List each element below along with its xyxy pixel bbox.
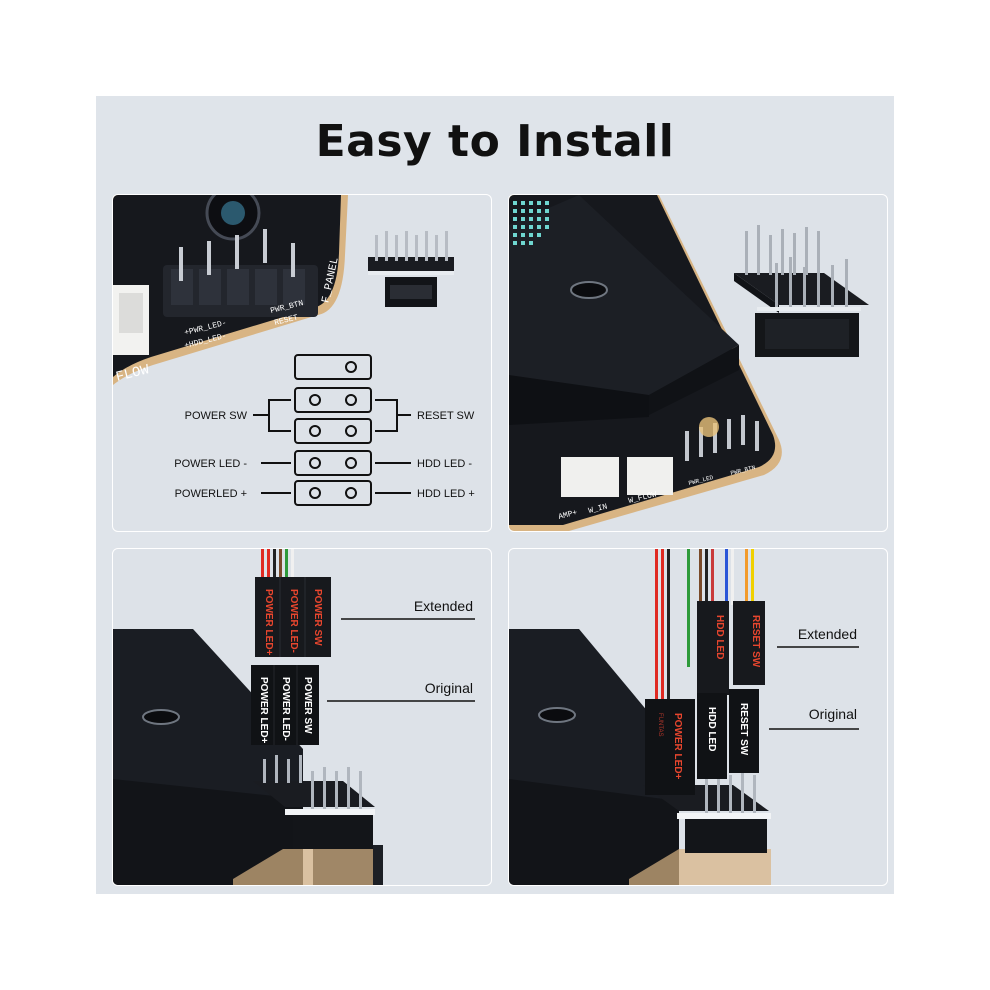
screw-icon (142, 709, 180, 725)
board-adapter-illustration: AMP+ W_IN W_FLOW PWR_LED PWR_BTN (509, 195, 869, 531)
original-pin-label: POWER LED- (280, 677, 291, 741)
original-pin-label: POWER LED+ (258, 677, 269, 744)
white-connector (627, 457, 673, 495)
power-sw-label: POWER SW (185, 410, 248, 422)
original-pin-label: HDD LED (706, 707, 717, 751)
wires (261, 549, 294, 585)
brand-silk: FUNTAS (657, 713, 663, 737)
pinout-illustration: F_PANEL FLOW +PWR_LED- +HDD_LED- PWR_BTN… (113, 195, 475, 506)
original-connector (251, 665, 319, 745)
panel-board-adapter: AMP+ W_IN W_FLOW PWR_LED PWR_BTN (508, 194, 888, 532)
screw-icon (570, 281, 608, 299)
original-label: Original (425, 680, 473, 696)
extended-label: Extended (414, 598, 473, 614)
original-connector (645, 689, 759, 795)
extended-pin-label: POWER LED- (288, 589, 299, 653)
adapter-product (734, 225, 869, 357)
pinout-diagram (253, 354, 411, 506)
reset-sw-label: RESET SW (417, 410, 475, 422)
extended-pin-label: HDD LED (714, 615, 725, 659)
extended-pin-label: POWER LED+ (263, 589, 274, 656)
adapter-product (368, 231, 454, 307)
hdd-led-plus-label: HDD LED + (417, 488, 475, 500)
panel-power-connectors: POWER SW POWER LED- POWER LED+ POWER SW … (112, 548, 492, 886)
white-connector (561, 457, 619, 497)
hdd-reset-connectors-illustration: HDD LED RESET SW POWER LED+ FUNTAS HDD L… (509, 549, 859, 885)
original-pin-label: POWER LED+ (672, 713, 683, 780)
adapter-on-header (253, 755, 375, 849)
extended-pin-label: POWER SW (312, 589, 323, 646)
wires (655, 549, 754, 701)
hdd-led-minus-label: HDD LED - (417, 458, 472, 470)
extended-pin-label: RESET SW (750, 615, 761, 668)
panel-pinout: F_PANEL FLOW +PWR_LED- +HDD_LED- PWR_BTN… (112, 194, 492, 532)
power-led-minus-label: POWER LED - (174, 458, 247, 470)
original-label: Original (809, 706, 857, 722)
board-header-pins (685, 415, 759, 461)
power-connectors-illustration: POWER SW POWER LED- POWER LED+ POWER SW … (113, 549, 475, 885)
screw-icon (538, 707, 576, 723)
extended-connector (697, 601, 765, 695)
poster: Easy to Install (96, 96, 894, 894)
original-pin-label: POWER SW (302, 677, 313, 734)
heatsink (509, 195, 739, 405)
panel-hdd-reset-connectors: HDD LED RESET SW POWER LED+ FUNTAS HDD L… (508, 548, 888, 886)
front-panel-header (163, 229, 318, 317)
extended-label: Extended (798, 626, 857, 642)
power-led-plus-label: POWERLED + (175, 488, 247, 500)
original-pin-label: RESET SW (738, 703, 749, 756)
extended-connector (255, 577, 331, 657)
page-title: Easy to Install (315, 116, 675, 167)
led-dot-grid (513, 201, 549, 245)
